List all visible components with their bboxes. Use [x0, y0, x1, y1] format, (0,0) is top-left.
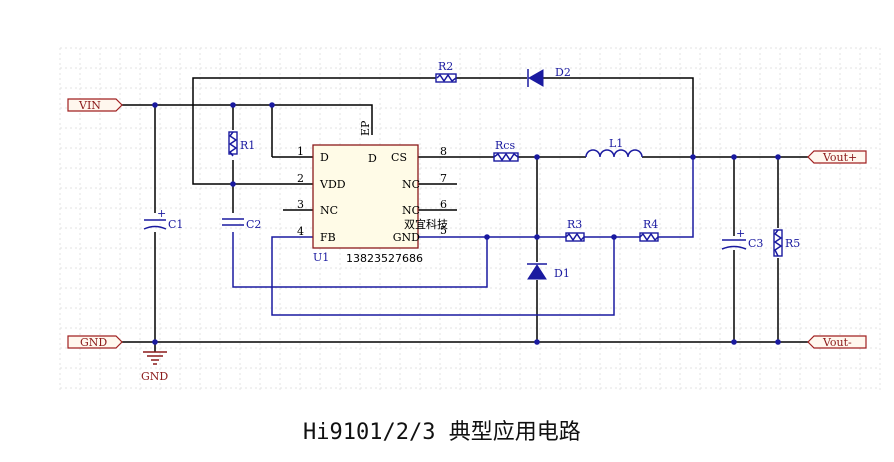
resistor-r5[interactable] [773, 229, 783, 257]
ic-pin6-name: NC [402, 204, 420, 217]
wires [122, 77, 808, 352]
ic-pin6-num: 6 [440, 198, 447, 211]
capacitor-c2[interactable] [222, 218, 244, 226]
port-vin[interactable]: VIN [67, 98, 123, 112]
ic-u1[interactable] [312, 144, 419, 249]
r5-label: R5 [785, 237, 800, 250]
capacitor-c1[interactable]: + [143, 207, 167, 230]
c3-label: C3 [748, 237, 763, 250]
ic-pin3-num: 3 [297, 198, 304, 211]
ic-pin8-name: CS [391, 151, 407, 164]
ic-pin4-num: 4 [297, 225, 304, 238]
ic-pin7-num: 7 [440, 172, 447, 185]
port-vout-neg[interactable]: Vout- [807, 335, 867, 349]
wires-blue [232, 157, 694, 316]
ic-pin8-num: 8 [440, 145, 447, 158]
ic-pin4-name: FB [320, 231, 336, 244]
diode-d2[interactable] [527, 69, 544, 87]
c2-label: C2 [246, 218, 261, 231]
r2-label: R2 [438, 60, 453, 73]
ic-pin5-name: GND [393, 231, 420, 244]
r1-label: R1 [240, 139, 255, 152]
ic-pin3-name: NC [320, 204, 338, 217]
ic-pin1-name: D [320, 151, 329, 164]
ic-pin1-num: 1 [297, 145, 304, 158]
resistor-r3[interactable] [565, 232, 585, 242]
port-vout-neg-label: Vout- [822, 336, 852, 349]
rcs-label: Rcs [495, 139, 515, 152]
ic-ep-label: EP [359, 120, 372, 136]
inductor-l1[interactable] [585, 149, 643, 158]
resistor-rcs[interactable] [493, 152, 519, 162]
ground-symbol [143, 351, 167, 365]
ic-pin2-name: VDD [319, 178, 346, 191]
ic-pin-labels: 1 2 3 4 D VDD NC FB 8 7 6 5 CS NC NC GND… [297, 120, 448, 265]
port-vin-label: VIN [78, 99, 101, 112]
d2-label: D2 [555, 66, 571, 79]
capacitor-c3[interactable]: + [721, 227, 747, 250]
l1-label: L1 [609, 137, 623, 150]
ic-internal-d: D [368, 152, 377, 165]
r3-label: R3 [567, 218, 582, 231]
resistor-r1[interactable] [228, 131, 238, 157]
diagram-caption: Hi9101/2/3 典型应用电路 [303, 420, 581, 445]
ic-pin5-num: 5 [440, 224, 447, 237]
port-vout-pos[interactable]: Vout+ [807, 150, 867, 164]
port-vout-pos-label: Vout+ [822, 151, 857, 164]
diode-d1[interactable] [527, 263, 547, 280]
port-gnd[interactable]: GND [67, 335, 123, 349]
c1-label: C1 [168, 218, 183, 231]
u1-label: U1 [313, 251, 329, 264]
phone-number: 13823527686 [346, 252, 423, 265]
ic-pin2-num: 2 [297, 172, 304, 185]
d1-label: D1 [554, 267, 570, 280]
ground-label: GND [141, 370, 168, 383]
ic-pin7-name: NC [402, 178, 420, 191]
c3-plus: + [736, 227, 745, 240]
port-gnd-label: GND [80, 336, 107, 349]
watermark-text: 双宜科技 [404, 217, 448, 231]
resistor-r4[interactable] [639, 232, 659, 242]
r4-label: R4 [643, 218, 658, 231]
c1-plus: + [157, 207, 166, 220]
junction-dots [152, 102, 781, 345]
resistor-r2[interactable] [435, 73, 457, 83]
